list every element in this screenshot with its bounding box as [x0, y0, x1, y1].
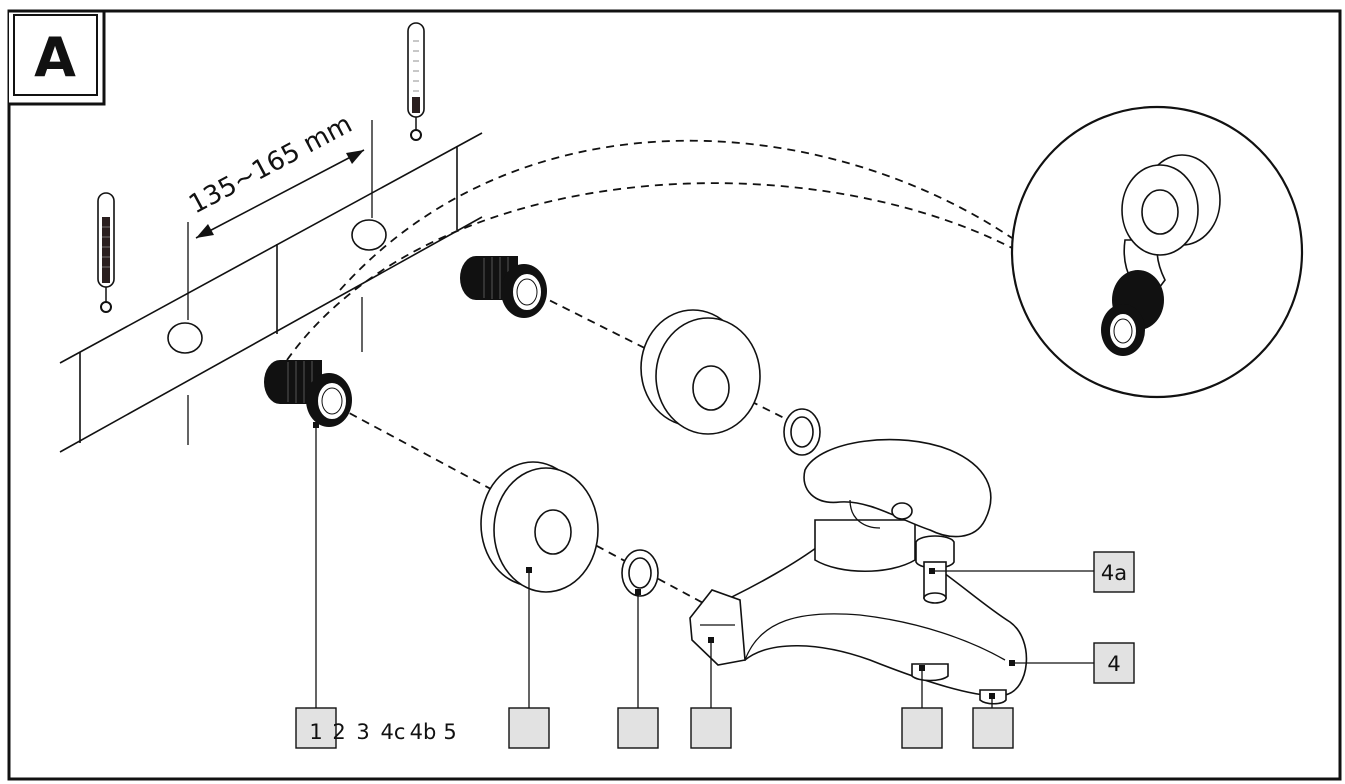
panel-label-box: A — [9, 9, 106, 106]
callout-4c-label: 4c — [381, 720, 406, 744]
sealing-washer-upper — [783, 408, 821, 456]
bath-mixer-body — [689, 438, 1028, 705]
callout-5: 5 — [443, 707, 1014, 749]
callout-2-label: 2 — [332, 720, 345, 744]
callout-1: 1 — [295, 707, 337, 749]
eccentric-connector-lower — [264, 360, 352, 427]
wall-tile-strip — [59, 132, 483, 453]
wall-rosette-lower — [480, 461, 599, 593]
callout-1-label: 1 — [309, 720, 322, 744]
callout-4-label: 4 — [1107, 652, 1120, 676]
dimension-label: 135~165 mm — [184, 109, 357, 220]
cold-water-wall-opening — [351, 219, 387, 251]
callout-4: 4 — [1093, 642, 1135, 684]
thermometer-hot-icon — [97, 192, 115, 313]
callout-4b: 4b — [410, 707, 943, 749]
leader-lines — [313, 422, 1094, 708]
hot-water-wall-opening — [167, 322, 203, 354]
magnified-detail-icon — [1010, 105, 1304, 399]
callout-3: 3 — [356, 707, 659, 749]
callout-5-label: 5 — [443, 720, 456, 744]
callout-4c: 4c — [381, 707, 732, 749]
diagram-frame — [7, 9, 1342, 781]
thermometer-cold-icon — [407, 22, 425, 141]
callout-3-label: 3 — [356, 720, 369, 744]
callout-4b-label: 4b — [410, 720, 437, 744]
callout-4a: 4a — [1093, 551, 1135, 593]
sealing-washer-lower — [621, 549, 659, 597]
eccentric-connector-upper — [460, 256, 547, 318]
wall-rosette-upper — [640, 309, 761, 435]
callout-2: 2 — [332, 707, 550, 749]
panel-label: A — [34, 26, 76, 89]
dimension-indicator: 135~165 mm — [184, 109, 373, 320]
callout-4a-label: 4a — [1101, 561, 1127, 585]
